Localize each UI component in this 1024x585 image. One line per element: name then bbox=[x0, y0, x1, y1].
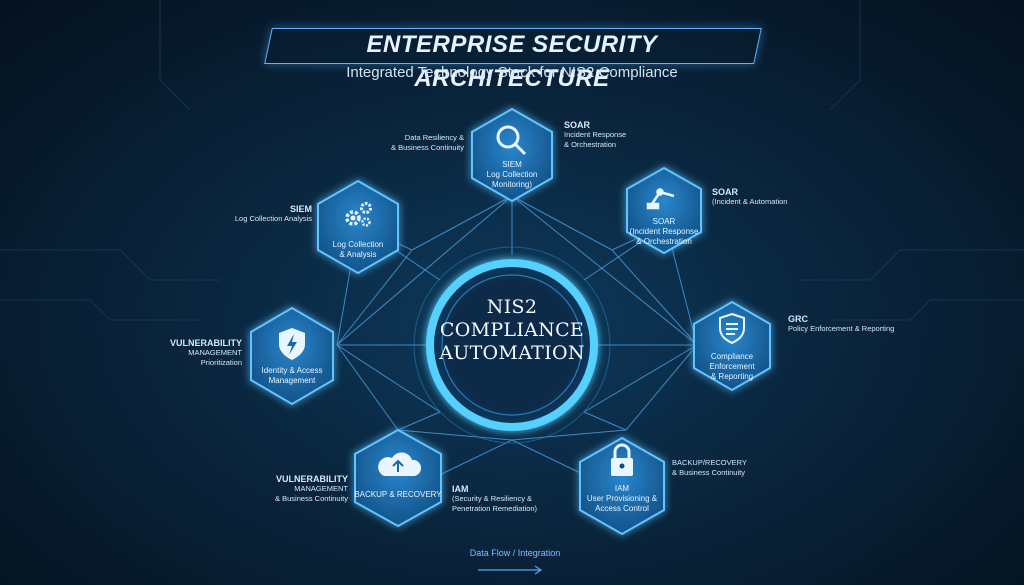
annotation-left-mid: VULNERABILITY MANAGEMENT Prioritization bbox=[170, 338, 242, 367]
identity-node-label: Identity & Access Management bbox=[261, 366, 323, 385]
hex-node-identity[interactable] bbox=[250, 306, 334, 406]
shield-check-icon bbox=[719, 312, 745, 345]
cloud-upload-icon bbox=[378, 452, 422, 476]
annotation-right-mid: GRC Policy Enforcement & Reporting bbox=[788, 314, 895, 333]
padlock-icon bbox=[611, 443, 633, 476]
hex-node-soar[interactable] bbox=[626, 166, 702, 255]
annotation-top-left: Data Resiliency & & Business Continuity bbox=[391, 133, 464, 152]
center-line-1: NIS2 bbox=[486, 296, 538, 318]
hex-node-siem[interactable] bbox=[471, 107, 553, 203]
grc-node-label: Compliance Enforcement & Reporting bbox=[709, 352, 755, 381]
center-line-2: COMPLIANCE bbox=[439, 319, 585, 341]
center-glow-ring bbox=[426, 259, 598, 431]
hex-node-backup[interactable] bbox=[354, 428, 442, 528]
data-flow-label: Data Flow / Integration bbox=[469, 548, 561, 558]
background-circuit bbox=[0, 0, 1024, 321]
center-hub bbox=[413, 246, 611, 444]
siem-node-label: SIEM Log Collection Monitoring) bbox=[486, 160, 538, 189]
annotation-right-lower: BACKUP/RECOVERY & Business Continuity bbox=[672, 458, 747, 477]
annotation-bottom-left: VULNERABILITY MANAGEMENT & Business Cont… bbox=[275, 474, 348, 503]
log-node-label: Log Collection & Analysis bbox=[332, 240, 384, 259]
center-line-3: AUTOMATION bbox=[439, 342, 585, 364]
soar-node-label: SOAR (Incident Response & Orchestration bbox=[629, 217, 699, 246]
search-icon bbox=[496, 125, 527, 156]
robot-arm-icon bbox=[646, 188, 675, 210]
annotation-bottom-mid: IAM (Security & Resiliency & Penetration… bbox=[452, 484, 538, 513]
hex-node-log[interactable] bbox=[317, 179, 399, 275]
hex-node-iam[interactable] bbox=[579, 436, 665, 536]
annotation-top-right: SOAR Incident Response & Orchestration bbox=[564, 120, 627, 149]
page-title: ENTERPRISE SECURITY ARCHITECTURE bbox=[366, 31, 658, 92]
data-flow-arrow bbox=[478, 565, 543, 575]
center-label: NIS2 COMPLIANCE AUTOMATION bbox=[426, 296, 598, 365]
gears-icon bbox=[345, 202, 372, 227]
shield-bolt-icon bbox=[279, 328, 305, 360]
backup-node-label: BACKUP & RECOVERY bbox=[354, 490, 442, 499]
annotation-left-upper: SIEM Log Collection Analysis bbox=[234, 204, 312, 223]
page-subtitle: Integrated Technology Stack for NIS2 Com… bbox=[346, 64, 678, 81]
hex-node-grc[interactable] bbox=[693, 300, 771, 392]
iam-node-label: IAM User Provisioning & Access Control bbox=[586, 484, 658, 513]
annotation-right-upper: SOAR (Incident & Automation bbox=[712, 187, 788, 206]
